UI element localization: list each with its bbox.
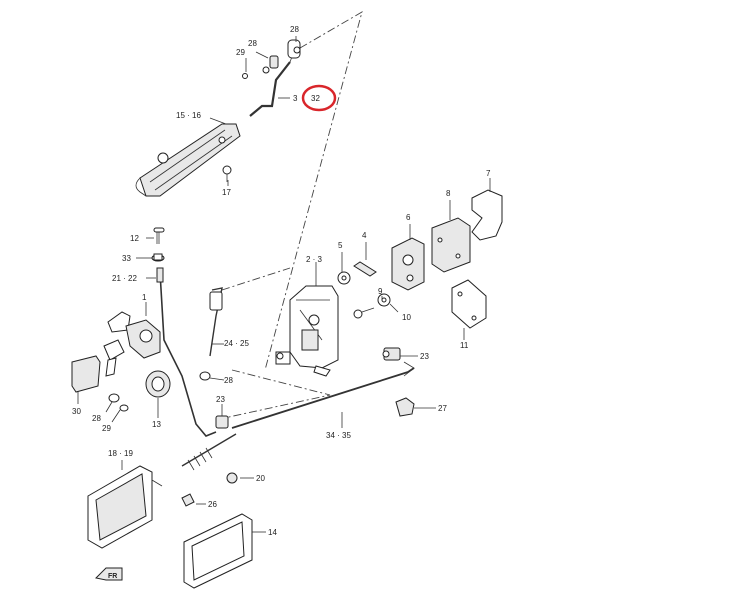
callout-13: 13: [152, 420, 161, 429]
bezel-30: [71, 355, 101, 393]
callout-1: 1: [142, 293, 147, 302]
callout-20: 20: [256, 474, 265, 483]
highlight-circle: [301, 84, 337, 112]
callout-28: 28: [92, 414, 101, 423]
callout-4: 4: [362, 231, 367, 240]
washer-29-left: [119, 404, 129, 412]
screw-9: [353, 307, 375, 319]
key-cylinder-1: [103, 311, 161, 377]
callout-2-3: 2 · 3: [306, 255, 323, 264]
callout-5: 5: [338, 241, 343, 250]
callout-12: 12: [130, 234, 139, 243]
callout-18-19: 18 · 19: [108, 449, 133, 458]
bolt-26: [181, 493, 195, 507]
rod-3: [242, 39, 301, 117]
plate-7: [471, 189, 503, 241]
inner-handle-15-16: [135, 123, 241, 197]
clip-23-right: [382, 347, 401, 361]
callout-labels: 28 29 28 3 32 15 · 16 17 8 7 6 4 5 2 · 3…: [72, 25, 491, 537]
boundary-line: [221, 267, 291, 291]
washer-5: [337, 271, 351, 285]
rod-34-35: [231, 361, 415, 429]
callout-28: 28: [290, 25, 299, 34]
door-lock-2-3: [275, 285, 339, 377]
callout-33: 33: [122, 254, 131, 263]
pad-8: [431, 217, 471, 273]
callout-29: 29: [236, 48, 245, 57]
callout-23: 23: [420, 352, 429, 361]
callout-3: 3: [293, 94, 298, 103]
callout-29: 29: [102, 424, 111, 433]
clip-28-left: [108, 393, 120, 403]
fr-marker: FR: [108, 573, 117, 580]
callout-32: 32: [311, 94, 320, 103]
callout-26: 26: [208, 500, 217, 509]
clip-23-left: [215, 415, 229, 429]
gasket-14: [183, 513, 253, 589]
callout-24-25: 24 · 25: [224, 339, 249, 348]
leader-lines: [77, 36, 491, 533]
front-direction-arrow: FR: [94, 567, 123, 581]
cable-end: [181, 433, 237, 471]
callout-27: 27: [438, 404, 447, 413]
seal-13: [145, 370, 171, 398]
callout-7: 7: [486, 169, 491, 178]
clip-28-mid: [199, 371, 211, 381]
callout-15-16: 15 · 16: [176, 111, 201, 120]
callout-23: 23: [216, 395, 225, 404]
callout-21-22: 21 · 22: [112, 274, 137, 283]
callout-14: 14: [268, 528, 277, 537]
callout-10: 10: [402, 313, 411, 322]
rod-21-22: [156, 267, 217, 437]
plate-11: [451, 279, 487, 329]
rod-24-25: [209, 287, 223, 357]
outer-handle-18-19: [87, 465, 163, 549]
nut-20: [226, 472, 238, 484]
callout-9: 9: [378, 287, 383, 296]
screw-4: [353, 261, 377, 277]
pin-12: [153, 227, 165, 244]
callout-17: 17: [222, 188, 231, 197]
callout-34-35: 34 · 35: [326, 431, 351, 440]
screw-17: [222, 165, 232, 182]
callout-8: 8: [446, 189, 451, 198]
callout-28: 28: [224, 376, 233, 385]
callout-6: 6: [406, 213, 411, 222]
callout-28: 28: [248, 39, 257, 48]
clip-27: [395, 397, 415, 417]
callout-30: 30: [72, 407, 81, 416]
callout-11: 11: [460, 341, 469, 350]
bushing-33: [151, 253, 165, 262]
boundary-line: [264, 11, 363, 371]
boundary-line: [214, 369, 331, 421]
striker-6: [391, 237, 425, 291]
